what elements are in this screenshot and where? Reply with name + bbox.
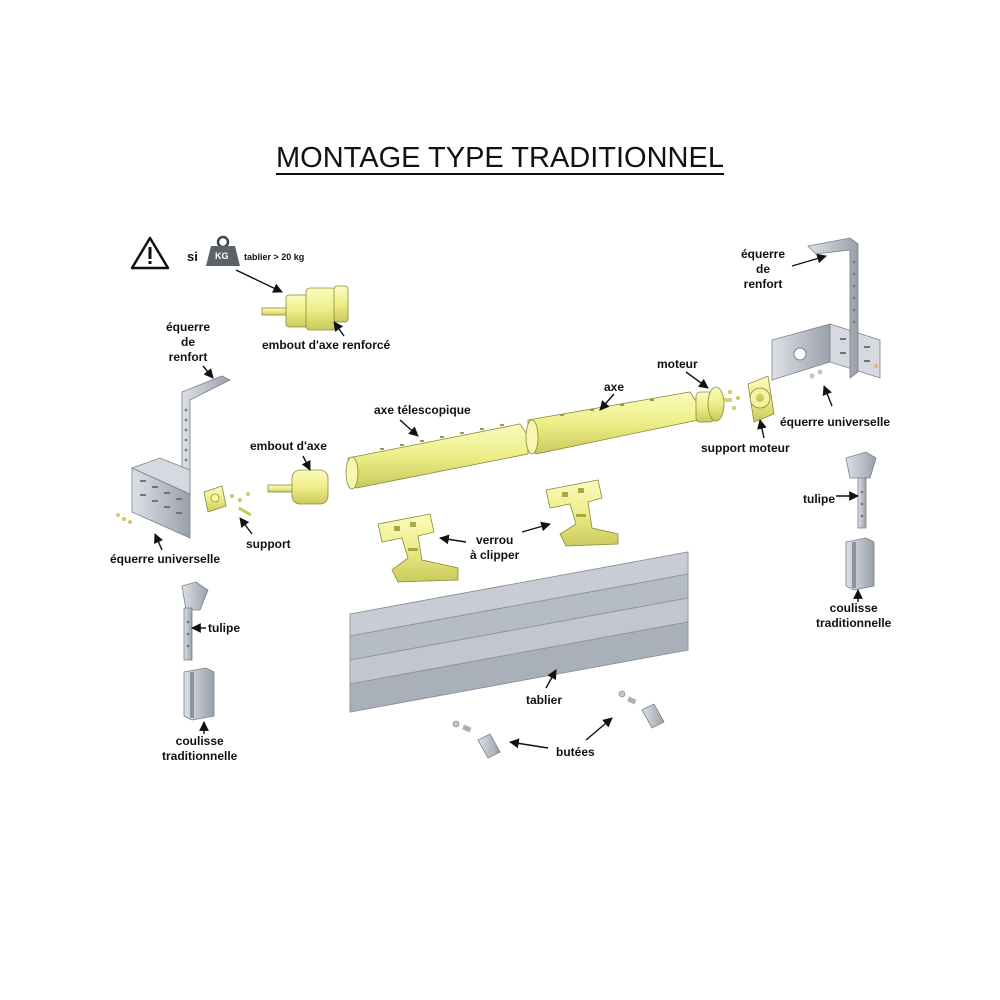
weight-kg-icon	[206, 235, 240, 266]
label-tablier: tablier	[526, 693, 563, 707]
arrow-equerre-universelle-left	[154, 533, 164, 551]
warning-triangle-icon	[130, 236, 170, 270]
label-support-moteur: support moteur	[701, 441, 790, 455]
label-moteur: moteur	[657, 357, 698, 371]
arrow-butee-right	[585, 717, 613, 741]
arrow-axe-telescopique	[399, 419, 419, 437]
arrow-embout-renforce-label	[333, 321, 345, 337]
verrou-clipper-right-part	[545, 479, 619, 547]
arrow-support-moteur	[757, 419, 767, 439]
warning-condition-label: tablier > 20 kg	[244, 252, 305, 262]
label-coulisse-right: coulisse traditionnelle	[816, 601, 892, 630]
label-equerre-universelle-left: équerre universelle	[110, 552, 221, 566]
label-tulipe-left: tulipe	[208, 621, 240, 635]
equerre-renfort-right-part	[807, 237, 859, 379]
label-equerre-renfort-left: équerre de renfort	[166, 320, 211, 364]
tulipe-right-part	[845, 451, 877, 529]
label-coulisse-left: coulisse traditionnelle	[162, 734, 238, 763]
tulipe-left-part	[181, 581, 209, 661]
warning-si-label: si	[187, 249, 198, 264]
equerre-universelle-left-part	[116, 457, 191, 539]
label-equerre-universelle-right: équerre universelle	[780, 415, 891, 429]
arrow-support-left	[239, 517, 253, 535]
arrow-equerre-universelle-right	[822, 385, 833, 407]
tablier-part	[349, 551, 689, 713]
coulisse-left-part	[183, 667, 215, 721]
label-butees: butées	[556, 745, 595, 759]
arrow-equerre-renfort-right	[791, 253, 827, 267]
embout-axe-part	[267, 469, 329, 505]
label-support: support	[246, 537, 291, 551]
support-moteur-part	[747, 375, 775, 423]
verrou-clipper-left-part	[377, 513, 459, 583]
arrow-axe	[599, 393, 615, 411]
label-equerre-renfort-right: équerre de renfort	[741, 247, 786, 291]
arrow-tablier	[545, 669, 557, 689]
arrow-verrou-left	[439, 534, 467, 545]
arrow-butee-left	[509, 738, 549, 749]
coulisse-right-part	[845, 537, 875, 591]
weight-kg-label: KG	[215, 251, 229, 261]
moteur-part	[695, 386, 740, 423]
arrow-moteur	[685, 371, 709, 389]
equerre-universelle-right-part	[771, 323, 881, 381]
label-embout-axe: embout d'axe	[250, 439, 327, 453]
arrow-verrou-right	[521, 521, 551, 533]
support-left-part	[203, 485, 252, 517]
arrow-equerre-renfort-left	[202, 365, 214, 379]
arrow-embout-axe	[301, 455, 311, 471]
arrow-to-embout-renforce	[235, 269, 283, 293]
axe-telescopique-part	[345, 423, 529, 490]
label-axe: axe	[604, 380, 625, 394]
label-tulipe-right: tulipe	[803, 492, 835, 506]
label-embout-axe-renforce: embout d'axe renforcé	[262, 338, 391, 352]
label-axe-telescopique: axe télescopique	[374, 403, 471, 417]
embout-axe-renforce-part	[261, 285, 349, 331]
butee-right-part	[618, 690, 665, 729]
page-title: MONTAGE TYPE TRADITIONNEL	[276, 142, 724, 174]
axe-part	[525, 391, 699, 455]
label-verrou: verrou à clipper	[470, 533, 520, 562]
butee-left-part	[452, 720, 501, 759]
